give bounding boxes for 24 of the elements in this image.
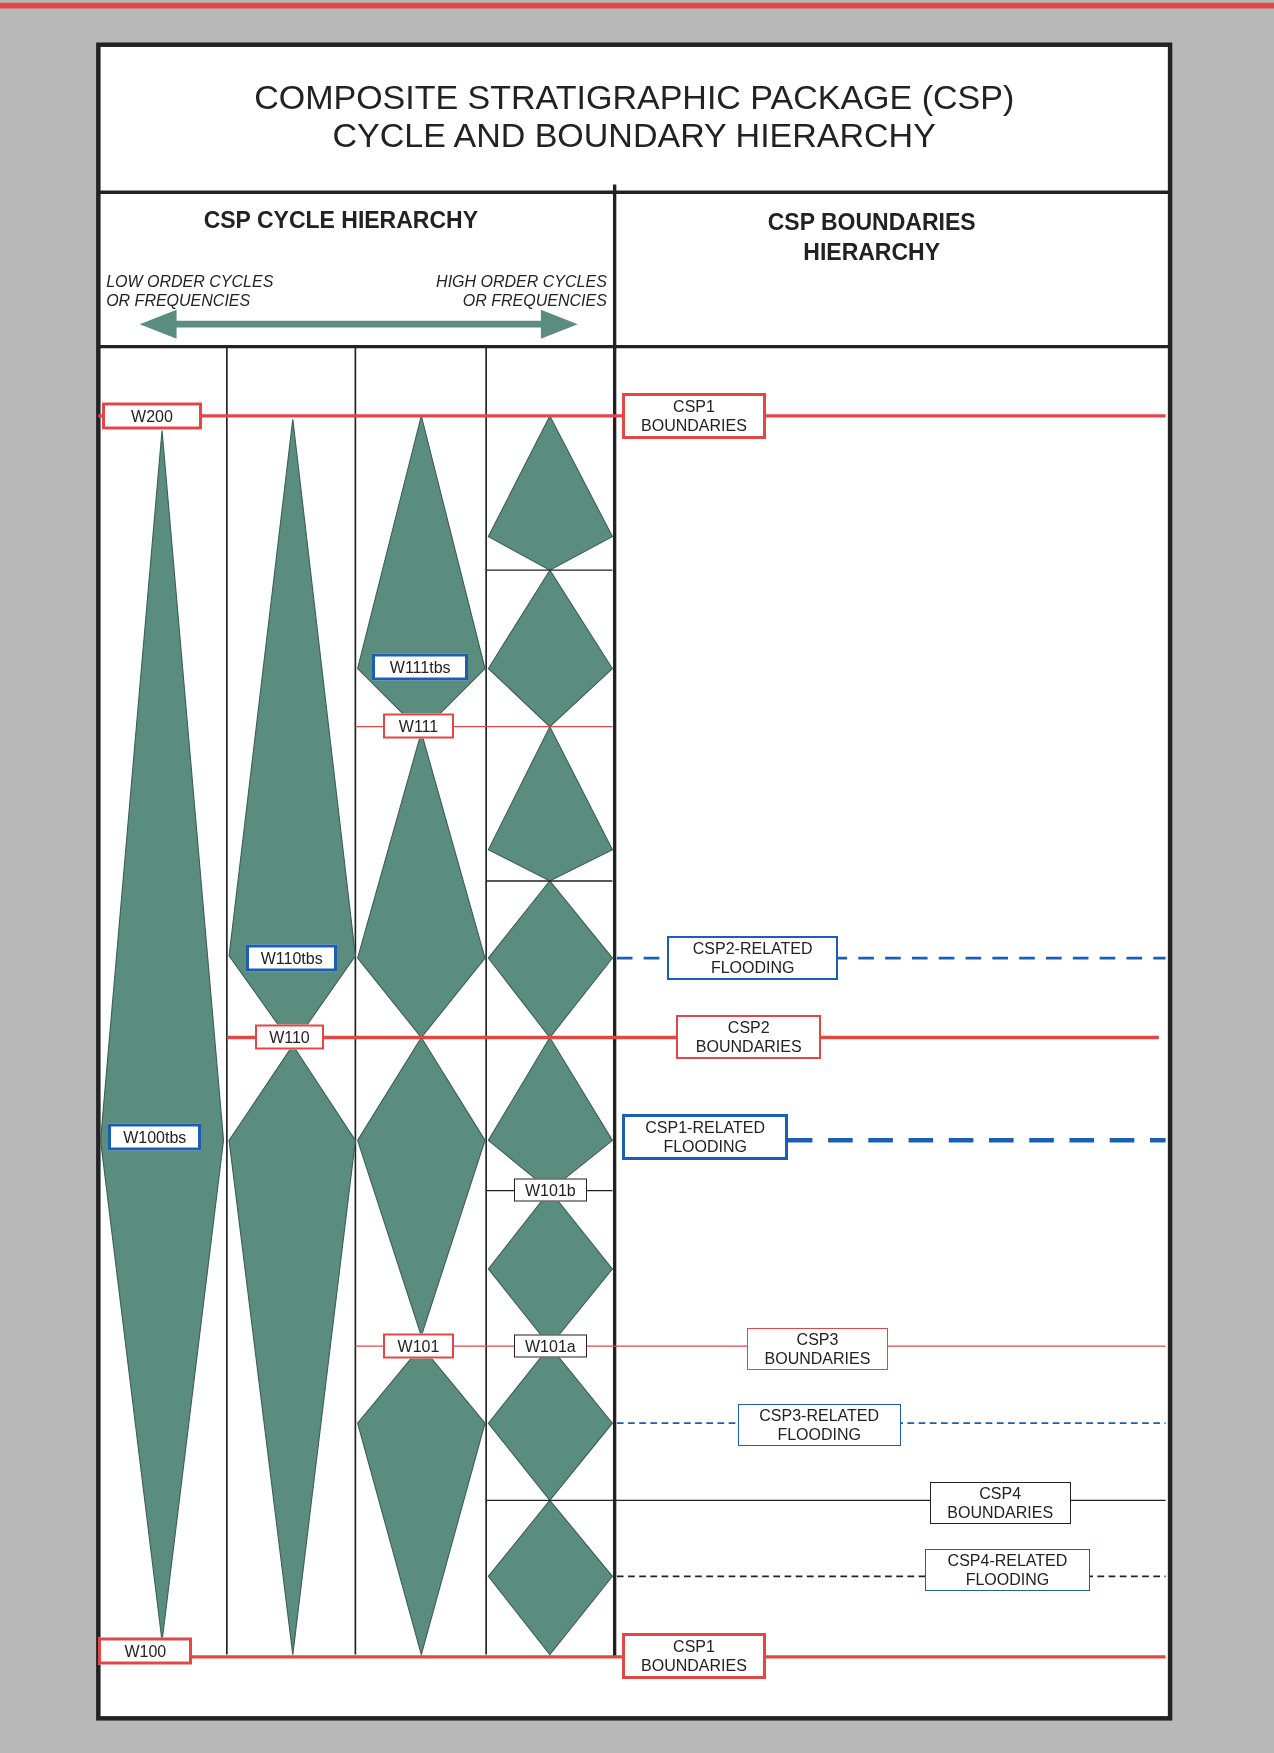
diagram-title: COMPOSITE STRATIGRAPHIC PACKAGE (CSP) CYCLE AND BOUNDARY HIERARCHY	[253, 78, 1016, 155]
horizon-label: W110	[254, 1024, 325, 1050]
scale-label: LOW ORDER CYCLES OR FREQUENCIES	[106, 271, 275, 310]
scale-label: HIGH ORDER CYCLES OR FREQUENCIES	[435, 271, 607, 310]
horizon-label: CSP1 BOUNDARIES	[622, 392, 766, 439]
horizon-label: CSP4 BOUNDARIES	[929, 1482, 1071, 1525]
horizon-label: CSP1 BOUNDARIES	[622, 1633, 766, 1680]
horizon-label: W200	[101, 402, 203, 430]
horizon-label: CSP2-RELATED FLOODING	[667, 935, 839, 980]
horizon-label: W110tbs	[245, 944, 338, 972]
horizon-label: CSP1-RELATED FLOODING	[622, 1113, 788, 1160]
horizon-label: CSP4-RELATED FLOODING	[925, 1549, 1090, 1592]
horizon-label: CSP3 BOUNDARIES	[746, 1327, 889, 1370]
horizon-label: W101b	[514, 1178, 587, 1202]
column-heading: CSP CYCLE HIERARCHY	[202, 206, 479, 234]
horizon-label: W101a	[514, 1334, 587, 1357]
column-heading: CSP BOUNDARIES HIERARCHY	[766, 207, 977, 267]
horizon-label: CSP3-RELATED FLOODING	[737, 1403, 901, 1446]
horizon-label: W111tbs	[372, 653, 469, 681]
horizon-label: W101	[383, 1333, 454, 1358]
horizon-label: W100	[98, 1637, 193, 1665]
horizon-label: W100tbs	[108, 1123, 202, 1151]
horizon-label: CSP2 BOUNDARIES	[676, 1015, 822, 1060]
horizon-label: W111	[383, 713, 454, 739]
